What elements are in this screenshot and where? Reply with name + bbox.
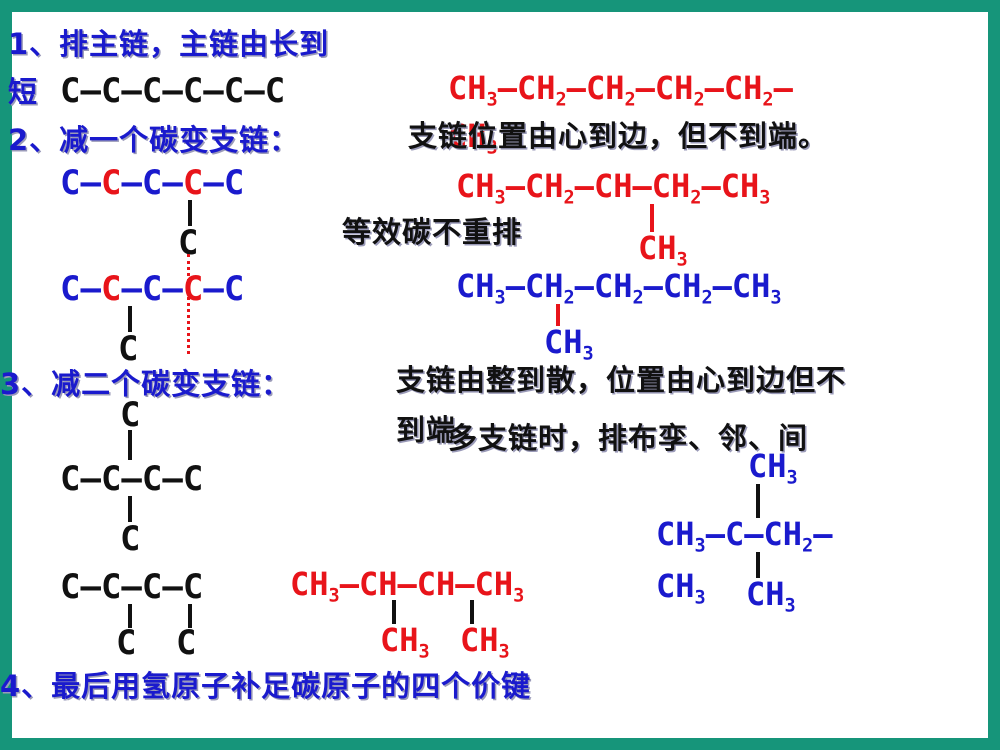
note-branch-disperse-cont: 到端 bbox=[396, 413, 457, 447]
bond-vertical bbox=[556, 304, 560, 326]
dimethylbutane-23-b1: CH3 bbox=[380, 621, 430, 663]
dimethylbutane-23-formula: CH3—CH—CH—CH3 bbox=[290, 565, 525, 607]
methylpentane-3-branch: CH3 bbox=[638, 229, 688, 271]
skeleton-one-branch-a: C—C—C—C—C bbox=[60, 163, 245, 203]
dimethylbutane-22-main: CH3—C—CH2— bbox=[656, 515, 833, 557]
bond-vertical bbox=[650, 204, 654, 232]
step3-heading: 3、减二个碳变支链： bbox=[0, 367, 292, 401]
hexane-formula: CH3—CH2—CH2—CH2—CH2— bbox=[448, 69, 793, 111]
bond-vertical bbox=[756, 484, 760, 518]
methylpentane-2-formula: CH3—CH2—CH2—CH2—CH3 bbox=[456, 267, 782, 309]
note-equivalent-carbon: 等效碳不重排 bbox=[342, 215, 523, 249]
bond-vertical bbox=[392, 600, 396, 624]
methylpentane-2-branch: CH3 bbox=[544, 323, 594, 365]
skeleton-two-branch-b-b1: C bbox=[116, 623, 137, 663]
hexane-formula-end: CH3 bbox=[448, 117, 498, 159]
dimethylbutane-22-bottom: CH3 bbox=[746, 575, 796, 617]
skeleton-two-branch-a-top: C bbox=[120, 395, 141, 435]
step1-heading: 1、排主链，主链由长到 bbox=[8, 27, 330, 61]
bond-vertical bbox=[188, 200, 192, 226]
symmetry-dotted-line bbox=[187, 254, 190, 354]
skeleton-two-branch-a: C—C—C—C bbox=[60, 459, 204, 499]
skeleton-one-branch-b: C—C—C—C—C bbox=[60, 269, 245, 309]
dimethylbutane-22-top: CH3 bbox=[748, 447, 798, 489]
step4-heading: 4、最后用氢原子补足碳原子的四个价键 bbox=[0, 669, 532, 703]
skeleton-two-branch-b-b2: C bbox=[176, 623, 197, 663]
note-branch-position: 支链位置由心到边，但不到端。 bbox=[408, 119, 829, 153]
note-multi-branch: 多支链时，排布孪、邻、间 bbox=[448, 421, 809, 455]
bond-vertical bbox=[756, 552, 760, 578]
bond-vertical bbox=[128, 430, 132, 460]
dimethylbutane-22-left: CH3 bbox=[656, 567, 706, 609]
methylpentane-3-formula: CH3—CH2—CH—CH2—CH3 bbox=[456, 167, 771, 209]
dimethylbutane-23-b2: CH3 bbox=[460, 621, 510, 663]
bond-vertical bbox=[128, 496, 132, 522]
slide bbox=[12, 12, 988, 738]
step2-heading: 2、减一个碳变支链： bbox=[8, 123, 300, 157]
skeleton-two-branch-a-bottom: C bbox=[120, 519, 141, 559]
skeleton-one-branch-a-branch: C bbox=[178, 223, 199, 263]
skeleton-one-branch-b-branch: C bbox=[118, 329, 139, 369]
main-chain-skeleton: C—C—C—C—C—C bbox=[60, 71, 286, 111]
bond-vertical bbox=[470, 600, 474, 624]
bond-vertical bbox=[128, 306, 132, 332]
bond-vertical bbox=[128, 604, 132, 628]
bond-vertical bbox=[188, 604, 192, 628]
skeleton-two-branch-b: C—C—C—C bbox=[60, 567, 204, 607]
note-branch-disperse: 支链由整到散，位置由心到边但不 bbox=[396, 363, 847, 397]
step1-heading-cont: 短 bbox=[8, 75, 39, 109]
